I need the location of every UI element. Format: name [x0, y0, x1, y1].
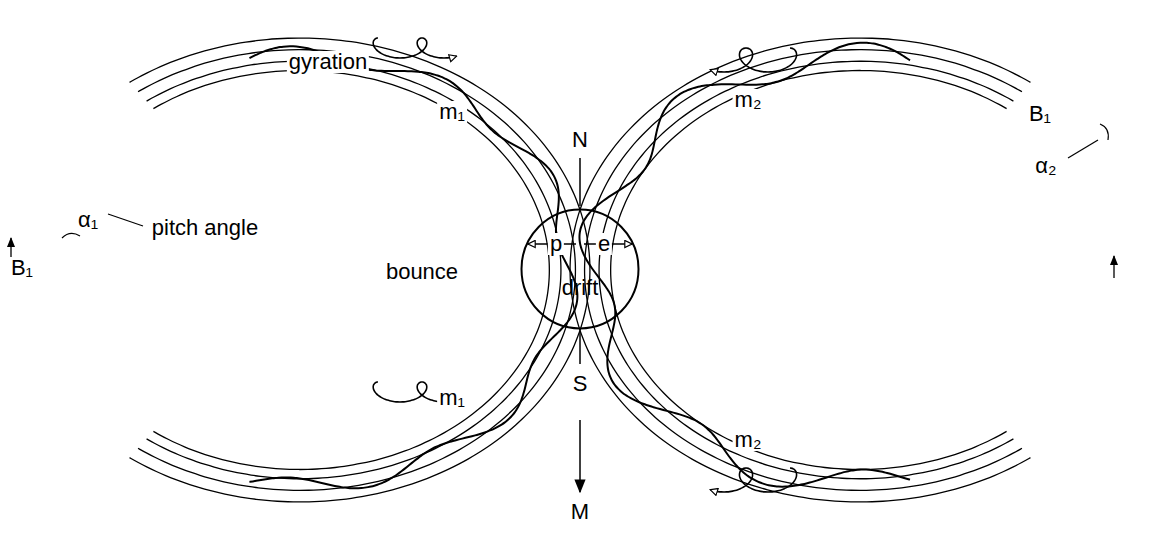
south-axis: [579, 332, 581, 364]
motion-label: bounce: [384, 261, 460, 283]
trajectory: [249, 38, 910, 492]
particle-path: [249, 46, 577, 488]
drift-direction-label: p: [548, 233, 564, 255]
pole-label: N: [570, 129, 590, 151]
leader-line: [1068, 140, 1098, 158]
gyration-loop: [710, 48, 796, 72]
earth-circle: p e drift: [520, 208, 640, 330]
north-axis: [579, 158, 581, 206]
moment-label: M: [569, 501, 591, 523]
particle-label: m₁: [437, 387, 467, 409]
field-direction-arrow: [1113, 256, 1114, 278]
field-line: [147, 61, 561, 479]
angle-symbol: α₁: [76, 209, 100, 231]
pitch-angle-arc: [62, 233, 80, 238]
earth-outline: [520, 208, 640, 330]
leader-line: [108, 214, 143, 226]
dipole-moment-arrow: [579, 420, 581, 492]
field-line: [153, 71, 549, 470]
gyration-loop: [710, 468, 796, 492]
particle-label: m₂: [733, 429, 764, 451]
angle-label: pitch angle: [150, 217, 260, 239]
particle-label: m₂: [733, 89, 764, 111]
gyration-loop: [373, 38, 456, 58]
field-line: [611, 71, 1007, 470]
field-line: [599, 61, 1013, 479]
pole-label: S: [571, 373, 590, 395]
motion-label: drift: [560, 277, 601, 299]
particle-path: [579, 43, 910, 487]
angle-symbol: α₂: [1033, 155, 1058, 177]
earth-outline: [522, 210, 639, 329]
pitch-angle-arc: [1100, 124, 1108, 140]
field-label: B₁: [1027, 103, 1053, 125]
field-line: [585, 50, 1022, 491]
field-line: [138, 50, 575, 491]
drift-direction-label: e: [596, 233, 612, 255]
motion-label: gyration: [287, 51, 369, 73]
field-label: B₁: [9, 257, 35, 279]
field-lines: [130, 38, 1031, 502]
particle-label: m₁: [437, 101, 467, 123]
